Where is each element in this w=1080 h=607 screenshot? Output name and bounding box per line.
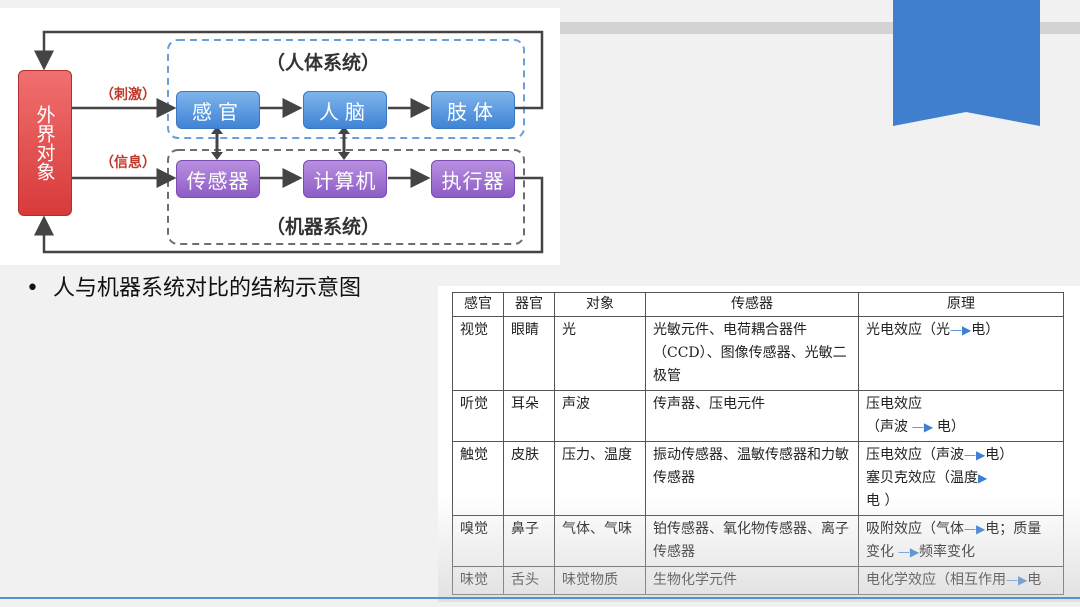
table-row: 听觉 耳朵 声波 传声器、压电元件 压电效应 （声波 —▶ 电） (452, 390, 1064, 442)
cell-organ: 鼻子 (503, 515, 555, 567)
cell-principle: 吸附效应（气体—▶电；质量变化 —▶频率变化 (858, 515, 1064, 567)
header-sensor: 传感器 (645, 292, 859, 317)
cell-principle: 光电效应（光—▶电） (858, 316, 1064, 391)
principle-text: 电化学效应（相互作用 (866, 572, 1006, 588)
bullet: • (26, 276, 39, 301)
cell-organ: 眼睛 (503, 316, 555, 391)
machine-system-title: （机器系统） (266, 216, 381, 238)
human-system-region (167, 39, 525, 139)
structure-diagram: 外界对象 （人体系统） （机器系统） （刺激） （信息） 感官 人脑 肢体 传感… (0, 8, 560, 265)
principle-text: 电 (1027, 572, 1042, 588)
principle-text: 吸附效应（气体 (866, 521, 964, 537)
cell-object: 压力、温度 (554, 441, 646, 516)
principle-text: 电） (971, 322, 1000, 338)
human-system-title: （人体系统） (266, 52, 381, 74)
cell-sensor: 铂传感器、氧化物传感器、离子传感器 (645, 515, 859, 567)
header-object: 对象 (554, 292, 646, 317)
table-row: 嗅觉 鼻子 气体、气味 铂传感器、氧化物传感器、离子传感器 吸附效应（气体—▶电… (452, 515, 1064, 567)
bottom-accent-line (0, 597, 1080, 599)
header-principle: 原理 (858, 292, 1064, 317)
arrow-icon: —▶ (908, 420, 937, 434)
cell-organ: 耳朵 (503, 390, 555, 442)
cell-principle: 压电效应（声波—▶电） 塞贝克效应（温度▶ 电 ） (858, 441, 1064, 516)
arrow-icon: —▶ (964, 448, 986, 462)
cell-organ: 舌头 (503, 566, 555, 595)
principle-text: 压电效应（声波 (866, 447, 964, 463)
table-row: 视觉 眼睛 光 光敏元件、电荷耦合器件（CCD）、图像传感器、光敏二极管 光电效… (452, 316, 1064, 391)
cell-sensor: 光敏元件、电荷耦合器件（CCD）、图像传感器、光敏二极管 (645, 316, 859, 391)
cell-sensor: 振动传感器、温敏传感器和力敏传感器 (645, 441, 859, 516)
cell-principle: 压电效应 （声波 —▶ 电） (858, 390, 1064, 442)
node-limbs: 肢体 (431, 91, 515, 129)
cell-object: 光 (554, 316, 646, 391)
comparison-table-panel: 感官 器官 对象 传感器 原理 视觉 眼睛 光 光敏元件、电荷耦合器件（CCD）… (438, 286, 1080, 602)
principle-text: 光电效应（光 (866, 322, 950, 338)
machine-system-region (167, 149, 525, 245)
principle-text: 塞贝克效应（温度 (866, 470, 978, 486)
external-object-label: 外界对象 (33, 105, 56, 181)
table-row: 触觉 皮肤 压力、温度 振动传感器、温敏传感器和力敏传感器 压电效应（声波—▶电… (452, 441, 1064, 516)
caption-text: 人与机器系统对比的结构示意图 (52, 276, 361, 301)
cell-object: 味觉物质 (554, 566, 646, 595)
comparison-table: 感官 器官 对象 传感器 原理 视觉 眼睛 光 光敏元件、电荷耦合器件（CCD）… (452, 292, 1064, 595)
stimulus-label: （刺激） (100, 87, 156, 103)
cell-sense: 视觉 (452, 316, 504, 391)
node-brain: 人脑 (303, 91, 387, 129)
header-sense: 感官 (452, 292, 504, 317)
table-row: 味觉 舌头 味觉物质 生物化学元件 电化学效应（相互作用—▶电 (452, 566, 1064, 595)
principle-text: （声波 (866, 419, 908, 435)
principle-text: 频率变化 (919, 544, 976, 560)
principle-text: 压电效应 (866, 396, 922, 412)
arrow-icon: —▶ (894, 545, 920, 559)
cell-sensor: 传声器、压电元件 (645, 390, 859, 442)
cell-sense: 触觉 (452, 441, 504, 516)
table-header-row: 感官 器官 对象 传感器 原理 (452, 292, 1064, 317)
external-object-box: 外界对象 (18, 70, 72, 216)
arrow-icon: —▶ (964, 522, 986, 536)
header-organ: 器官 (503, 292, 555, 317)
cell-sense: 嗅觉 (452, 515, 504, 567)
cell-object: 声波 (554, 390, 646, 442)
bookmark-ribbon (893, 0, 1040, 126)
info-label: （信息） (100, 155, 156, 171)
node-sensor: 传感器 (176, 160, 260, 198)
cell-sensor: 生物化学元件 (645, 566, 859, 595)
arrow-icon: —▶ (950, 323, 972, 337)
cell-sense: 听觉 (452, 390, 504, 442)
arrow-icon: ▶ (978, 471, 988, 485)
diagram-caption: • 人与机器系统对比的结构示意图 (26, 270, 361, 302)
arrow-icon: —▶ (1006, 573, 1028, 587)
principle-text: 电） (936, 419, 965, 435)
cell-principle: 电化学效应（相互作用—▶电 (858, 566, 1064, 595)
node-actuator: 执行器 (431, 160, 515, 198)
diagram-connectors (34, 30, 544, 254)
principle-text: 电） (985, 447, 1014, 463)
cell-organ: 皮肤 (503, 441, 555, 516)
principle-text: 电；质量 (985, 521, 1042, 537)
principle-text: 变化 (866, 544, 894, 560)
principle-text: 电 ） (866, 493, 899, 509)
cell-sense: 味觉 (452, 566, 504, 595)
node-senses: 感官 (176, 91, 260, 129)
cell-object: 气体、气味 (554, 515, 646, 567)
node-computer: 计算机 (303, 160, 387, 198)
